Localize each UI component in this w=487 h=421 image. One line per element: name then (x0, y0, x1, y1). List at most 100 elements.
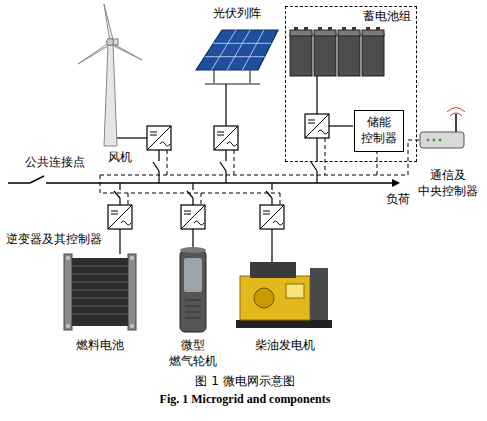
fuel-cell-part (72, 314, 128, 315)
feeder-with-switch-part (187, 183, 193, 205)
fuel-cell-part (72, 290, 128, 291)
battery-bank-part (290, 34, 312, 76)
component-label: 风机 (108, 150, 132, 166)
battery-bank-part (316, 76, 317, 114)
feeder-with-switch-part (220, 150, 226, 183)
label-holder: 公共连接点 (25, 155, 85, 171)
battery-bank-part (314, 34, 336, 76)
fuel-cell-part (130, 256, 134, 260)
router-icon-part (420, 132, 464, 148)
wind-turbine-part (104, 4, 113, 42)
pv-array-part (225, 84, 226, 126)
label-holder: 燃料电池 (76, 338, 124, 354)
battery-bank-part (328, 27, 332, 30)
pv-array-part (213, 43, 271, 44)
diesel-generator-part (286, 284, 304, 298)
component-label: 燃料电池 (76, 338, 124, 354)
battery-bank-part (329, 125, 353, 126)
micro-turbine-part (180, 247, 206, 253)
micro-turbine-part (180, 250, 206, 332)
feeder-with-switch-part (192, 229, 193, 248)
router-icon-part (427, 139, 430, 142)
communication-line-part (201, 193, 202, 205)
label-holder: 微型 燃气轮机 (169, 338, 217, 369)
caption-holder: 图 1 微电网示意图 (195, 374, 294, 390)
ac-bus (8, 176, 400, 187)
micro-turbine-part (185, 312, 201, 313)
diesel-generator-part (250, 262, 296, 278)
router-icon-part (455, 114, 457, 132)
wind-turbine (78, 4, 147, 146)
battery-bank-part (314, 30, 336, 36)
feeder-with-switch-part (266, 183, 272, 205)
router-icon-part (439, 139, 442, 142)
wind-turbine-part (78, 42, 110, 64)
communication-line-part (234, 150, 235, 175)
feeder-with-switch (114, 138, 317, 262)
pv-array-part (213, 70, 215, 84)
micro-turbine-part (185, 318, 201, 319)
fuel-cell-part (72, 258, 128, 326)
wind-turbine-part (107, 39, 114, 46)
wind-turbine-part (104, 44, 117, 146)
inverter-symbol (305, 114, 329, 138)
label-holder: 柴油发电机 (255, 338, 315, 354)
inverter-symbol (260, 205, 284, 229)
figure-caption: 图 1 微电网示意图 (195, 374, 294, 390)
storage-group: 蓄电池组储能 控制器 (285, 6, 417, 162)
battery-bank-part (318, 27, 322, 30)
communication-line-part (325, 138, 326, 175)
ac-bus-part (30, 176, 44, 183)
label-holder: 风机 (108, 150, 132, 166)
pv-array-part (196, 30, 278, 70)
pv-array-part (212, 30, 237, 70)
router-icon-part (447, 108, 465, 113)
component-label: 光伏列阵 (213, 6, 261, 22)
feeder-with-switch-part (311, 138, 317, 183)
component-label: 通信及 中央控制器 (418, 168, 478, 199)
battery-bank-part (362, 34, 384, 76)
router-icon-part (433, 139, 436, 142)
fuel-cell-part (128, 254, 136, 330)
fuel-cell-part (72, 298, 128, 299)
feeder-with-switch-part (114, 183, 120, 205)
feeder-with-switch-part (153, 150, 159, 183)
label-holder: 负荷 (386, 192, 410, 208)
feeder-with-switch-part (271, 229, 272, 262)
communication-line-part (128, 193, 129, 205)
micro-turbine-part (184, 258, 202, 292)
diesel-generator-part (310, 268, 328, 320)
fuel-cell-part (64, 254, 72, 330)
battery-bank-part (342, 27, 346, 30)
battery-bank-part (366, 27, 370, 30)
battery-bank-part (294, 27, 298, 30)
label-holder: 光伏列阵 (213, 6, 261, 22)
pv-array-part (243, 30, 265, 70)
caption-english: Fig. 1 Microgrid and components (160, 392, 331, 408)
component-label: 柴油发电机 (255, 338, 315, 354)
micro-turbine-part (185, 306, 201, 307)
pv-array-part (249, 70, 251, 84)
fuel-cell-part (130, 324, 134, 328)
diesel-generator-part (236, 320, 332, 328)
inverter-symbol (108, 205, 132, 229)
battery-bank-part (304, 27, 308, 30)
controller-box: 储能 控制器 (354, 110, 404, 152)
label-holder: Fig. 1 Microgrid and components (160, 392, 331, 408)
inverter-symbol (181, 205, 205, 229)
component-label: 微型 燃气轮机 (169, 338, 217, 369)
communication-line-part (280, 193, 281, 205)
communication-line-part (167, 150, 168, 175)
fuel-cell-part (72, 274, 128, 275)
ac-bus-part (392, 179, 400, 187)
fuel-cell-part (66, 256, 70, 260)
inverter-symbol (147, 126, 171, 150)
communication-line-part (100, 175, 280, 193)
battery-bank-part (338, 34, 360, 76)
diesel-generator (236, 262, 332, 328)
battery-bank-part (338, 30, 360, 36)
fuel-cell-part (72, 266, 128, 267)
